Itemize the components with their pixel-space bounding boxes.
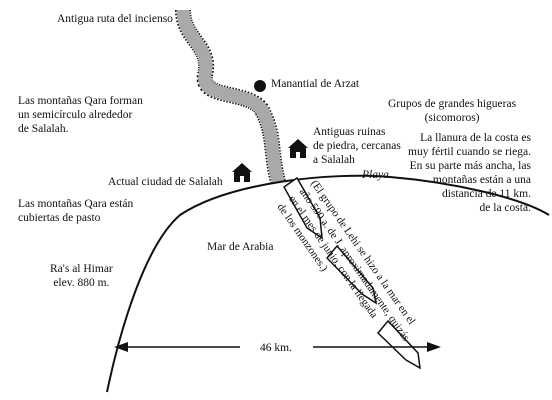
map-title: Antigua ruta del incienso — [57, 13, 173, 25]
label-coastal-plain: La llanura de la costa es muy fértil cua… — [408, 132, 531, 214]
coastline — [106, 174, 550, 393]
label-arzat-spring: Manantial de Arzat — [271, 78, 360, 90]
sailing-arrow-icon — [283, 176, 421, 370]
house-icon — [288, 139, 308, 158]
distance-scale — [114, 342, 441, 352]
label-arabian-sea: Mar de Arabia — [207, 241, 274, 253]
label-beach: Playa — [362, 169, 389, 181]
label-qara-grass: Las montañas Qara están cubiertas de pas… — [18, 198, 134, 224]
label-distance: 46 km. — [260, 342, 292, 354]
label-ras-al-himar: Ra's al Himar elev. 880 m. — [50, 263, 113, 289]
incense-route — [175, 9, 286, 184]
house-icon — [232, 163, 252, 182]
label-ancient-ruins: Antiguas ruinas de piedra, cercanas a Sa… — [313, 126, 401, 166]
label-salalah-city: Actual ciudad de Salalah — [108, 176, 223, 188]
label-qara-semicircle: Las montañas Qara forman un semicírculo … — [18, 95, 143, 135]
label-sycamore-groves: Grupos de grandes higueras (sicomoros) — [388, 98, 517, 124]
spring-marker-icon — [254, 80, 266, 92]
